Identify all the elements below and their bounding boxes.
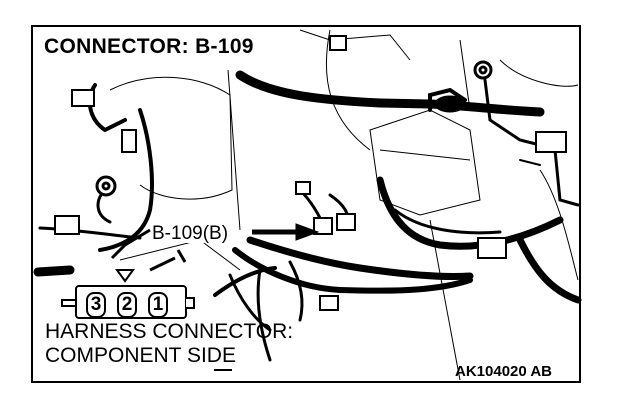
wiring-harness [33, 70, 582, 362]
connector-box [295, 181, 311, 195]
connector-pin-3: 3 [86, 292, 106, 318]
pointer-ticks [149, 249, 187, 272]
connector-title: CONNECTOR: B-109 [44, 35, 254, 58]
connector-latch [61, 299, 77, 307]
connector-box [319, 295, 339, 311]
connector-box [54, 215, 80, 235]
figure-frame [31, 25, 581, 383]
connector-box [535, 131, 567, 153]
pin-1-pointer-mark [115, 269, 135, 283]
connector-pin-1: 1 [148, 292, 168, 318]
connector-box [336, 213, 356, 231]
connector-pin-2: 2 [117, 292, 137, 318]
connector-box [121, 129, 137, 153]
connector-box [477, 237, 507, 259]
connector-box [313, 217, 333, 235]
connector-box [71, 89, 95, 107]
ring-terminals [95, 60, 493, 197]
leader-line [110, 228, 151, 260]
view-label-line2: COMPONENT SIDE [45, 344, 236, 367]
connector-box [329, 35, 347, 51]
callout-arrow [252, 223, 320, 241]
harness-connectors [54, 35, 567, 311]
figure-id-label: AK104020 AB [455, 363, 552, 380]
view-label-line1: HARNESS CONNECTOR: [45, 320, 294, 343]
connector-latch-right [186, 297, 195, 309]
connector-callout-label: B-109(B) [151, 223, 230, 244]
